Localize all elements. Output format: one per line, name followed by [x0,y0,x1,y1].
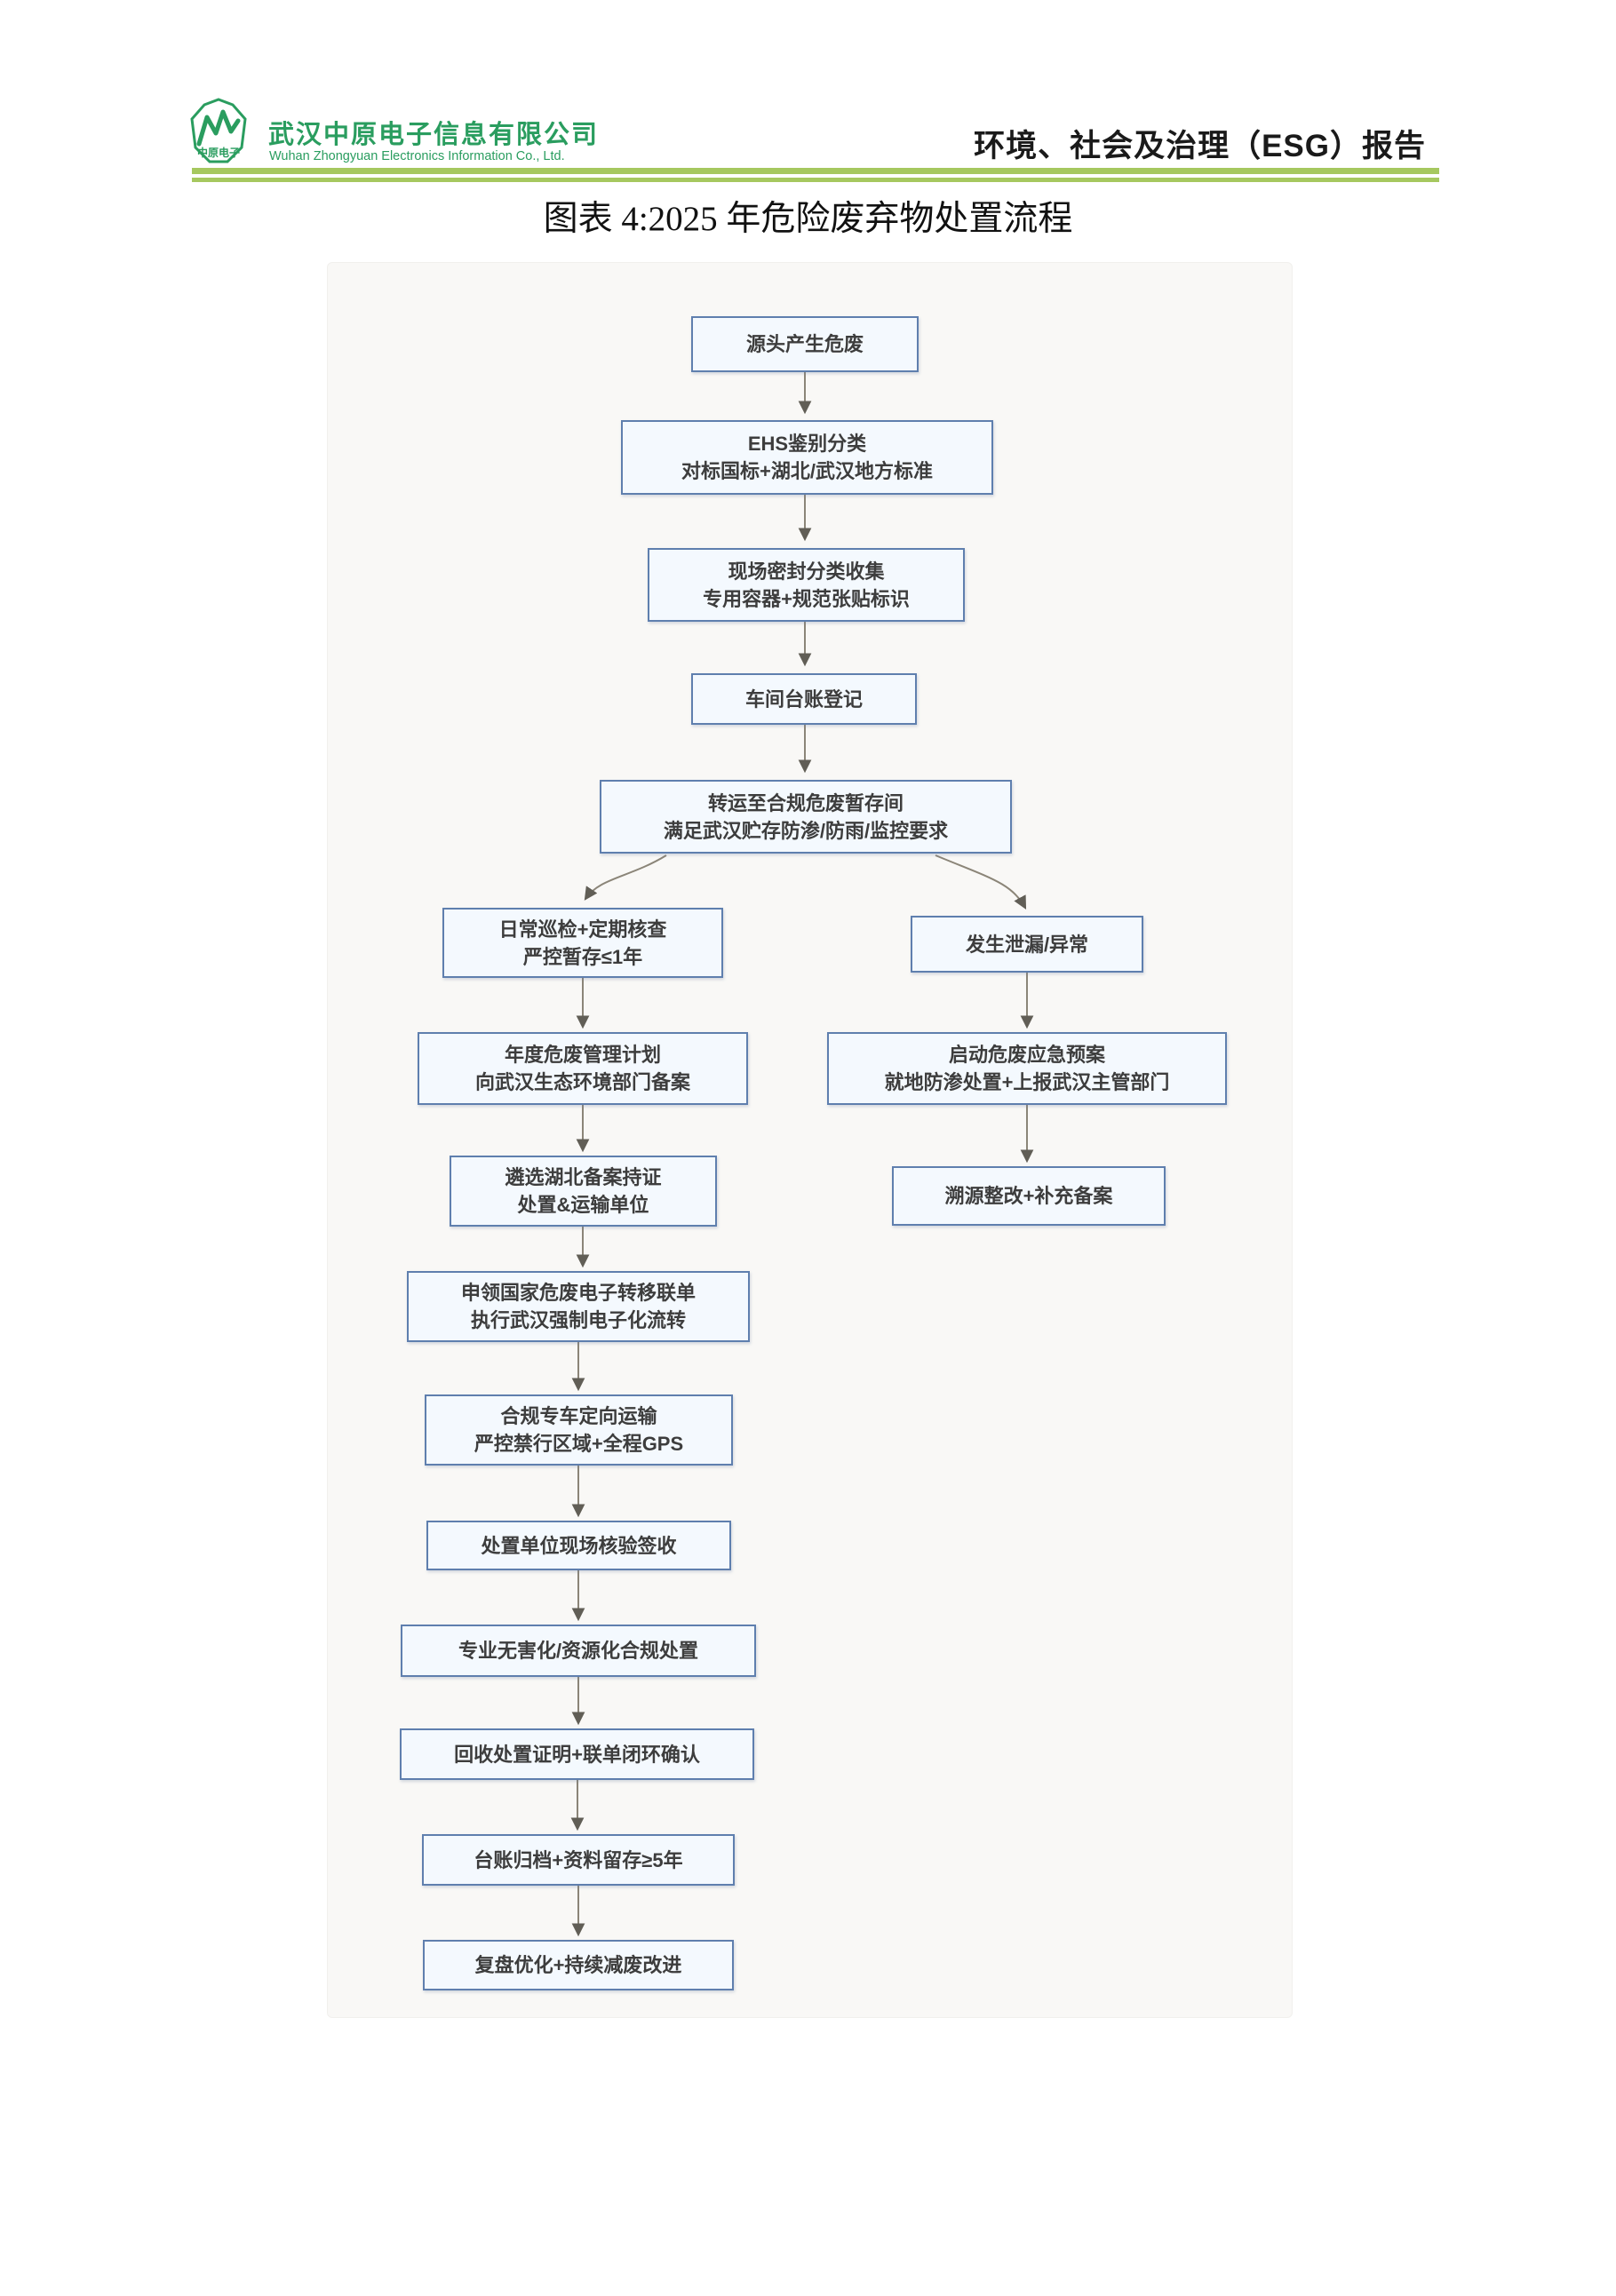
flow-node-label: 处置&运输单位 [517,1194,649,1216]
flow-node-transfer-storage: 转运至合规危废暂存间 满足武汉贮存防渗/防雨/监控要求 [600,780,1012,854]
flow-node-select-units: 遴选湖北备案持证 处置&运输单位 [450,1156,717,1227]
flow-node-annual-plan: 年度危废管理计划 向武汉生态环境部门备案 [418,1032,748,1105]
flow-node-label: 溯源整改+补充备案 [944,1185,1113,1207]
flow-node-receiver-check: 处置单位现场核验签收 [426,1521,731,1570]
flow-node-label: 严控禁行区域+全程GPS [474,1433,684,1455]
flow-node-label: 执行武汉强制电子化流转 [470,1309,686,1331]
flow-node-label: 现场密封分类收集 [728,560,885,583]
logo-badge-text: 中原电子 [197,146,240,159]
flow-node-label: 日常巡检+定期核查 [498,918,667,941]
flow-node-dedicated-transport: 合规专车定向运输 严控禁行区域+全程GPS [425,1394,733,1466]
flow-node-workshop-ledger: 车间台账登记 [691,673,917,725]
flow-node-label: 满足武汉贮存防渗/防雨/监控要求 [663,819,949,842]
report-title: 环境、社会及治理（ESG）报告 [974,129,1426,163]
flow-node-label: 年度危废管理计划 [504,1044,661,1066]
flow-node-label: 对标国标+湖北/武汉地方标准 [681,460,933,482]
flow-node-label: 发生泄漏/异常 [965,933,1089,956]
header-rule-top [192,168,1439,174]
flow-node-label: 车间台账登记 [744,687,863,711]
flow-node-label: 遴选湖北备案持证 [505,1166,662,1188]
flow-node-label: 严控暂存≤1年 [522,945,643,968]
flow-node-label: 申领国家危废电子转移联单 [460,1282,696,1304]
flow-node-leak-abnormal: 发生泄漏/异常 [911,916,1143,973]
flow-node-label: 启动危废应急预案 [948,1044,1105,1066]
flow-node-label: 源头产生危废 [745,333,864,355]
flow-node-daily-inspection: 日常巡检+定期核查 严控暂存≤1年 [442,908,723,978]
flow-node-label: 处置单位现场核验签收 [481,1534,677,1557]
flow-node-label: 复盘优化+持续减废改进 [474,1954,682,1976]
flow-node-compliant-disposal: 专业无害化/资源化合规处置 [401,1625,756,1677]
flow-node-label: 就地防渗处置+上报武汉主管部门 [884,1071,1170,1093]
flow-node-label: 向武汉生态环境部门备案 [474,1071,690,1093]
flow-node-label: 回收处置证明+联单闭环确认 [454,1743,700,1766]
flow-node-archive: 台账归档+资料留存≥5年 [422,1834,735,1886]
flow-arrows [570,372,1034,1937]
flow-node-label: 转运至合规危废暂存间 [707,791,904,814]
flow-node-disposal-certificate: 回收处置证明+联单闭环确认 [400,1728,754,1780]
flow-node-emergency-response: 启动危废应急预案 就地防渗处置+上报武汉主管部门 [827,1032,1227,1105]
flow-node-label: EHS鉴别分类 [747,433,867,455]
flow-node-label: 专业无害化/资源化合规处置 [458,1640,699,1662]
flow-node-label: 专用容器+规范张贴标识 [703,587,910,610]
figure-caption: 图表 4:2025 年危险废弃物处置流程 [543,200,1073,238]
flow-node-source-waste: 源头产生危废 [691,316,919,372]
flow-node-review-improve: 复盘优化+持续减废改进 [423,1940,734,1990]
flow-node-label: 台账归档+资料留存≥5年 [474,1848,683,1871]
flow-node-e-manifest: 申领国家危废电子转移联单 执行武汉强制电子化流转 [407,1271,750,1342]
flow-node-label: 合规专车定向运输 [500,1405,657,1427]
company-name-en: Wuhan Zhongyuan Electronics Information … [269,149,565,163]
flow-node-onsite-collection: 现场密封分类收集 专用容器+规范张贴标识 [648,548,965,622]
flow-node-trace-rectify: 溯源整改+补充备案 [892,1166,1166,1226]
company-name-cn: 武汉中原电子信息有限公司 [268,121,600,149]
company-logo-icon: 中原电子 [190,98,247,163]
flow-node-ehs-classification: EHS鉴别分类 对标国标+湖北/武汉地方标准 [621,420,993,495]
header-rule-bottom [192,178,1439,182]
flowchart-panel: 源头产生危废 EHS鉴别分类 对标国标+湖北/武汉地方标准 现场密封分类收集 专… [327,262,1293,2018]
